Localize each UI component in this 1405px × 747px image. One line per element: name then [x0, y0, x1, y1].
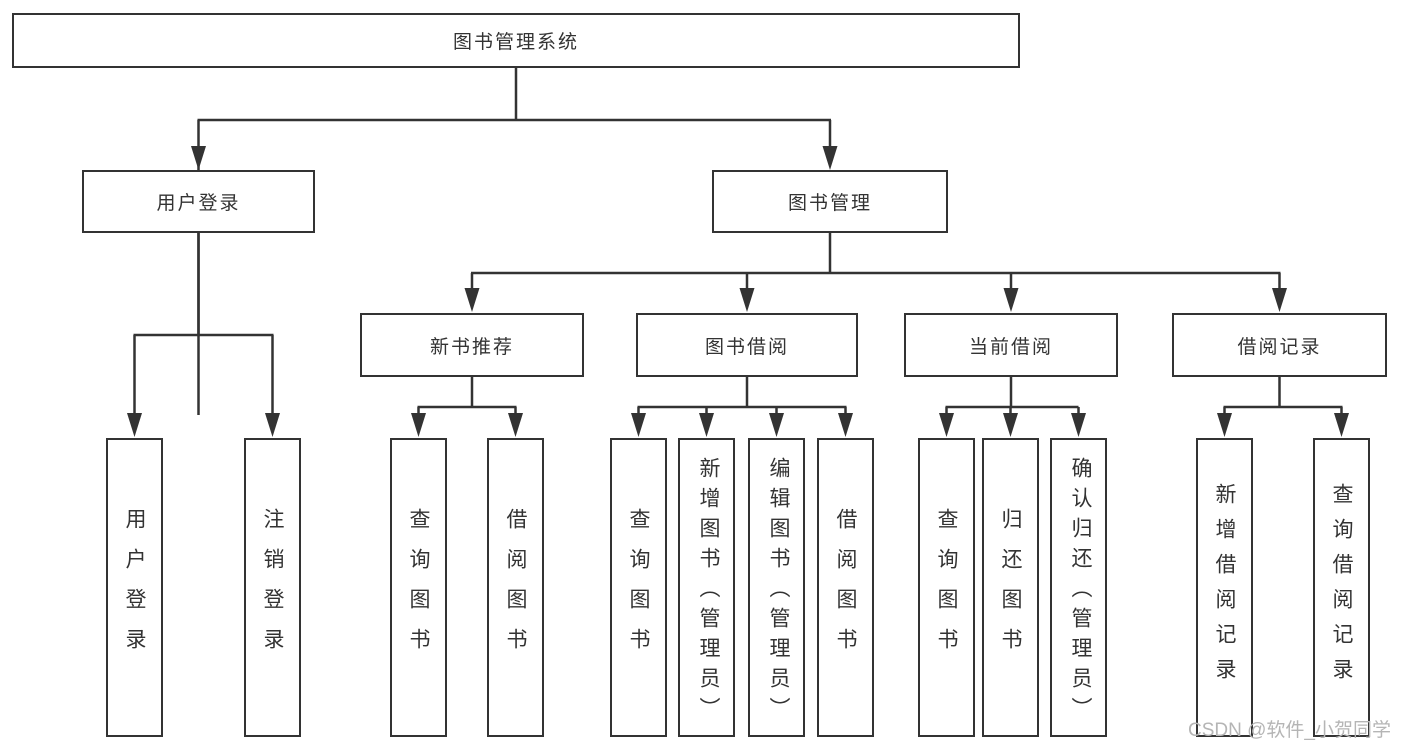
leaf-borrow-books-label: 借阅图书: [834, 507, 857, 668]
arrowhead: [191, 146, 206, 170]
leaf-return-books-label: 归还图书: [999, 507, 1022, 668]
connector-line: [417, 377, 517, 414]
arrowhead: [838, 413, 853, 437]
connector-line: [133, 233, 274, 414]
leaf-add-books-admin-label: 新增图书（管理员）: [697, 456, 720, 727]
node-current-borrow-label: 当前借阅: [968, 336, 1053, 358]
connector-bookmgmt-to-level3: [464, 233, 1287, 312]
arrowhead: [1003, 413, 1018, 437]
leaf-current-query-books: 查询图书: [918, 438, 975, 737]
node-borrow-records: 借阅记录: [1172, 313, 1387, 377]
leaf-newbook-borrow-books: 借阅图书: [487, 438, 544, 737]
leaf-borrow-books: 借阅图书: [817, 438, 874, 737]
connector-line: [945, 377, 1080, 414]
leaf-add-borrow-record: 新增借阅记录: [1196, 438, 1253, 737]
arrowhead: [1272, 288, 1287, 312]
leaf-user-login: 用户登录: [106, 438, 163, 737]
leaf-newbook-query-books-label: 查询图书: [407, 507, 430, 668]
arrowhead: [1334, 413, 1349, 437]
leaf-confirm-return-admin: 确认归还（管理员）: [1050, 438, 1107, 737]
node-new-book-recommend: 新书推荐: [360, 313, 584, 377]
node-root: 图书管理系统: [12, 13, 1020, 68]
leaf-logout-label: 注销登录: [261, 507, 284, 668]
connector-records-to-leaves: [1217, 377, 1349, 437]
leaf-add-borrow-record-label: 新增借阅记录: [1213, 482, 1236, 693]
watermark: CSDN @软件_小贺同学: [1188, 720, 1391, 741]
leaf-newbook-query-books: 查询图书: [390, 438, 447, 737]
leaf-add-books-admin: 新增图书（管理员）: [678, 438, 735, 737]
node-book-management: 图书管理: [712, 170, 948, 233]
connector-newbook-to-leaves: [411, 377, 523, 437]
leaf-user-login-label: 用户登录: [123, 507, 146, 668]
leaf-logout: 注销登录: [244, 438, 301, 737]
arrowhead: [822, 146, 838, 170]
node-current-borrow: 当前借阅: [904, 313, 1118, 377]
arrowhead: [769, 413, 784, 437]
leaf-current-query-books-label: 查询图书: [935, 507, 958, 668]
node-user-login-label: 用户登录: [156, 193, 241, 214]
connector-userlogin-to-leaves: [127, 233, 280, 437]
leaf-borrow-query-books: 查询图书: [610, 438, 667, 737]
node-user-login: 用户登录: [82, 170, 315, 233]
arrowhead: [631, 413, 646, 437]
leaf-newbook-borrow-books-label: 借阅图书: [504, 507, 527, 668]
arrowhead: [127, 413, 142, 437]
arrowhead: [1217, 413, 1232, 437]
arrowhead: [939, 413, 954, 437]
arrowhead: [739, 288, 755, 312]
leaf-query-borrow-record: 查询借阅记录: [1313, 438, 1370, 737]
leaf-query-borrow-record-label: 查询借阅记录: [1330, 482, 1353, 693]
arrowhead: [1071, 413, 1086, 437]
connector-borrow-to-leaves: [631, 377, 853, 437]
leaf-return-books: 归还图书: [982, 438, 1039, 737]
arrowhead: [464, 288, 480, 312]
node-book-management-label: 图书管理: [787, 193, 872, 214]
node-root-label: 图书管理系统: [452, 32, 579, 53]
connector-line: [637, 377, 847, 414]
node-book-borrow-label: 图书借阅: [704, 336, 789, 358]
node-new-book-recommend-label: 新书推荐: [429, 336, 514, 358]
node-book-borrow: 图书借阅: [636, 313, 858, 377]
leaf-confirm-return-admin-label: 确认归还（管理员）: [1069, 456, 1092, 727]
connector-line: [470, 233, 1281, 289]
connector-line: [1223, 377, 1343, 414]
arrowhead: [1003, 288, 1019, 312]
arrowhead: [411, 413, 426, 437]
node-borrow-records-label: 借阅记录: [1237, 336, 1322, 358]
leaf-edit-books-admin-label: 编辑图书（管理员）: [767, 456, 790, 727]
arrowhead: [699, 413, 714, 437]
leaf-edit-books-admin: 编辑图书（管理员）: [748, 438, 805, 737]
connector-current-to-leaves: [939, 377, 1086, 437]
leaf-borrow-query-books-label: 查询图书: [627, 507, 650, 668]
arrowhead: [508, 413, 523, 437]
arrowhead: [265, 413, 280, 437]
